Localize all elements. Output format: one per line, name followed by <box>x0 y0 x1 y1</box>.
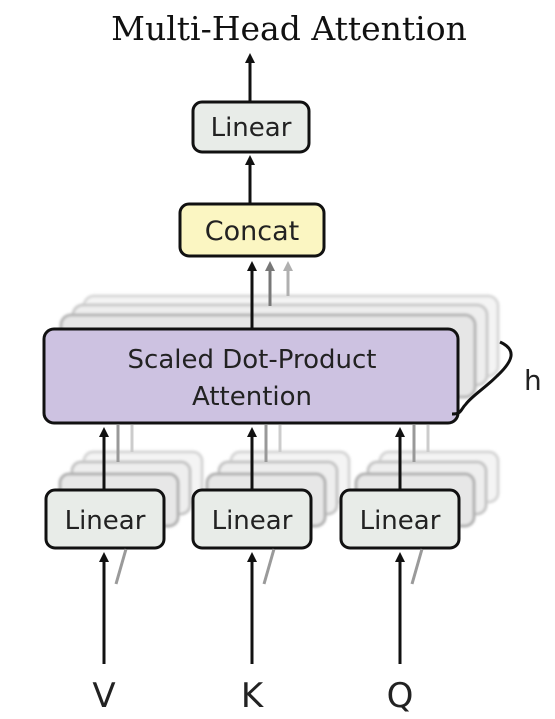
concat-label: Concat <box>205 216 299 247</box>
input-q-label: Q <box>387 676 414 716</box>
v-shadow-line <box>114 548 128 585</box>
linear-k-block: Linear <box>191 488 313 550</box>
linear-k-label: Linear <box>212 506 293 536</box>
attention-label-line2: Attention <box>192 382 312 412</box>
linear-q-block: Linear <box>339 488 461 550</box>
linear-q-label: Linear <box>360 506 441 536</box>
linear-output-label: Linear <box>211 113 292 143</box>
q-shadow-line <box>410 548 424 585</box>
heads-label: h <box>524 364 542 397</box>
input-k-label: K <box>241 676 265 716</box>
linear-output-block: Linear <box>191 100 311 154</box>
diagram-title: Multi-Head Attention <box>111 9 467 48</box>
linear-v-block: Linear <box>44 488 166 550</box>
k-shadow-line <box>262 548 276 585</box>
heads-brace <box>451 340 513 416</box>
concat-block: Concat <box>178 202 326 258</box>
scaled-dot-product-attention-block: Scaled Dot-Product Attention <box>42 327 460 425</box>
attention-label-line1: Scaled Dot-Product <box>128 345 377 375</box>
linear-v-label: Linear <box>65 506 146 536</box>
input-v-label: V <box>92 676 115 716</box>
